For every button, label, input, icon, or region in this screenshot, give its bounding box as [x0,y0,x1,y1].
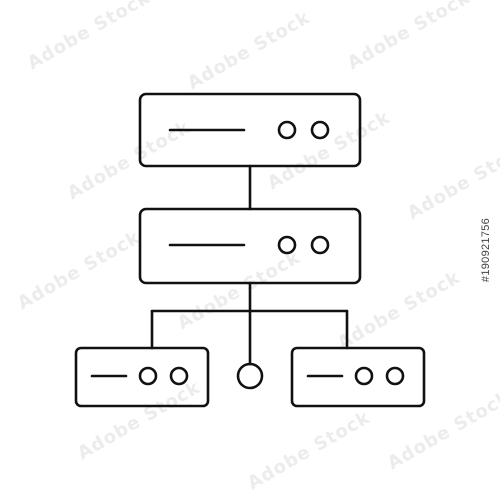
bottom-left-server-led-1 [138,366,158,386]
bottom-right-server-box [290,346,426,408]
top-server-unit [138,92,362,168]
top-server-led-2 [310,120,330,140]
top-server-led-1 [277,120,297,140]
middle-server-led-1 [277,235,297,255]
bottom-left-server-led-2 [169,366,189,386]
middle-server-unit [138,207,362,285]
bottom-right-server-led-1 [354,366,374,386]
bottom-right-server-unit [290,346,426,408]
bottom-right-server-led-2 [385,366,405,386]
bottom-left-server-unit [74,346,210,408]
network-node-icon [236,362,264,390]
bottom-left-server-box [74,346,210,408]
middle-server-led-2 [310,235,330,255]
